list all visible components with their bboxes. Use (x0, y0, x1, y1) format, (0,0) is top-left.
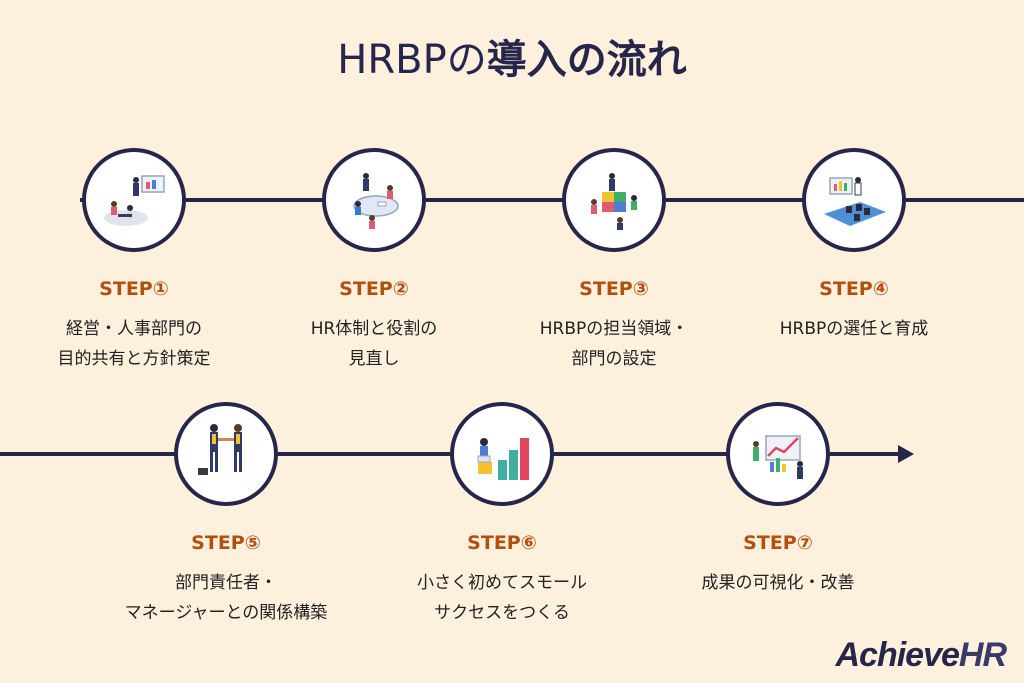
step-1-circle (82, 148, 186, 252)
step-6-line-2: サクセスをつくる (434, 603, 570, 623)
step-5-line-2: マネージャーとの関係構築 (124, 603, 328, 623)
step-6-label: STEP⑥ (467, 532, 537, 554)
step-3-label: STEP③ (579, 278, 649, 300)
step-3-text: HRBPの担当領域・ 部門の設定 (484, 314, 744, 374)
handshake-icon (198, 424, 242, 475)
step-1-label: STEP① (99, 278, 169, 300)
title-part2: 導入の流れ (486, 37, 687, 83)
meeting-presentation-icon (104, 175, 165, 226)
step-7-line-1: 成果の可視化・改善 (701, 573, 855, 593)
step-6-circle (450, 402, 554, 506)
step-7-circle (726, 402, 830, 506)
step-2-text: HR体制と役割の 見直し (244, 314, 504, 374)
step-4-circle (802, 148, 906, 252)
step-2-line-2: 見直し (348, 349, 400, 369)
timeline-line-bottom (0, 452, 898, 456)
step-4-text: HRBPの選任と育成 (724, 314, 984, 344)
step-5-line-1: 部門責任者・ (175, 573, 277, 593)
step-7-text: 成果の可視化・改善 (648, 568, 908, 598)
step-3-line-2: 部門の設定 (571, 349, 657, 369)
logo-part2: HR (958, 636, 1007, 674)
step-2-line-1: HR体制と役割の (310, 319, 438, 339)
step-1-line-2: 目的共有と方針策定 (57, 349, 211, 369)
logo-part1: Achieve (835, 636, 959, 674)
step-1-text: 経営・人事部門の 目的共有と方針策定 (4, 314, 264, 374)
growth-chart-icon (477, 438, 529, 480)
timeline-line-top (80, 198, 1024, 202)
training-session-icon (824, 177, 886, 226)
step-5-circle (174, 402, 278, 506)
step-2-label: STEP② (339, 278, 409, 300)
step-7-label: STEP⑦ (743, 532, 813, 554)
data-visualization-icon (753, 435, 803, 479)
step-4-line-1: HRBPの選任と育成 (779, 319, 929, 339)
step-6-line-1: 小さく初めてスモール (417, 573, 587, 593)
page-title: HRBPの導入の流れ (0, 32, 1024, 88)
step-4-label: STEP④ (819, 278, 889, 300)
step-3-circle (562, 148, 666, 252)
step-5-text: 部門責任者・ マネージャーとの関係構築 (96, 568, 356, 628)
step-1-line-1: 経営・人事部門の (66, 319, 202, 339)
step-5-label: STEP⑤ (191, 532, 261, 554)
step-6-text: 小さく初めてスモール サクセスをつくる (372, 568, 632, 628)
team-discussion-icon (353, 173, 399, 229)
title-part1: HRBPの (337, 37, 487, 83)
step-3-line-1: HRBPの担当領域・ (539, 319, 689, 339)
brand-logo: AchieveHR (835, 636, 1007, 675)
step-2-circle (322, 148, 426, 252)
timeline-arrow-icon (898, 445, 914, 463)
puzzle-collaboration-icon (591, 173, 637, 230)
